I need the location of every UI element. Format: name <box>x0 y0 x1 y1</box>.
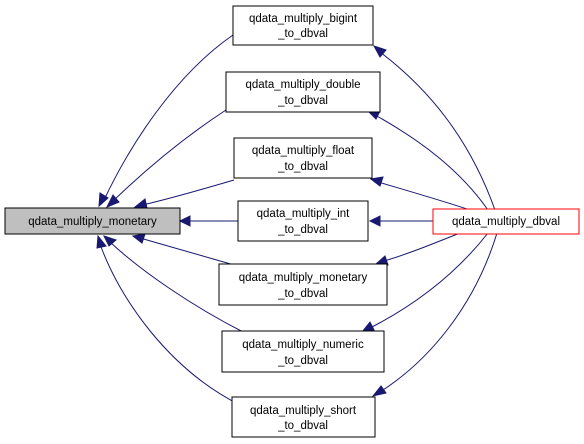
node-monetary-line2: _to_dbval <box>277 288 328 300</box>
node-float-line1: qdata_multiply_float <box>252 145 355 157</box>
arrowhead-int-to-focus <box>178 215 191 227</box>
arrowhead-short-to-focus <box>96 234 107 249</box>
node-float[interactable]: qdata_multiply_float _to_dbval <box>233 137 373 179</box>
node-double-box <box>225 71 381 113</box>
node-double-line1: qdata_multiply_double <box>245 79 360 91</box>
node-bigint[interactable]: qdata_multiply_bigint _to_dbval <box>232 5 374 46</box>
node-float-box <box>233 137 373 179</box>
edge-root-to-double <box>374 114 489 211</box>
arrowhead-root-to-short <box>371 385 387 397</box>
node-double-line2: _to_dbval <box>277 95 328 107</box>
arrowhead-monetary-to-focus <box>131 233 146 244</box>
node-short[interactable]: qdata_multiply_short _to_dbval <box>231 396 376 438</box>
arrowhead-numeric-to-focus <box>103 235 117 247</box>
node-double[interactable]: qdata_multiply_double _to_dbval <box>225 71 381 113</box>
arrowhead-bigint-to-focus <box>98 192 109 208</box>
node-numeric-box <box>221 330 385 373</box>
edge-monetary-to-focus <box>139 237 235 266</box>
edge-float-to-focus <box>141 179 235 206</box>
edge-double-to-focus <box>111 109 227 203</box>
edge-root-to-float <box>377 181 471 211</box>
node-numeric[interactable]: qdata_multiply_numeric _to_dbval <box>221 330 385 373</box>
node-numeric-line1: qdata_multiply_numeric <box>242 339 364 351</box>
edge-root-to-monetary <box>383 232 461 262</box>
edges-to-focus <box>96 34 246 406</box>
node-bigint-line2: _to_dbval <box>277 28 328 40</box>
node-short-box <box>231 396 376 438</box>
node-monetary-line1: qdata_multiply_monetary <box>239 272 368 284</box>
node-bigint-line1: qdata_multiply_bigint <box>249 13 358 25</box>
node-focus-label: qdata_multiply_monetary <box>28 216 157 228</box>
arrowhead-float-to-focus <box>133 198 148 209</box>
arrowhead-root-to-bigint <box>372 45 387 58</box>
node-int[interactable]: qdata_multiply_int _to_dbval <box>237 200 369 242</box>
arrowhead-double-to-focus <box>105 194 120 208</box>
node-focus[interactable]: qdata_multiply_monetary <box>4 207 181 235</box>
edge-bigint-to-focus <box>103 34 234 201</box>
edge-short-to-focus <box>99 243 241 406</box>
node-focus-box <box>4 207 181 235</box>
node-root[interactable]: qdata_multiply_dbval <box>432 208 580 235</box>
node-monetary-box <box>218 263 388 306</box>
node-root-label: qdata_multiply_dbval <box>452 216 560 228</box>
edge-root-to-short <box>379 232 498 393</box>
edge-root-to-numeric <box>369 232 489 329</box>
node-short-line2: _to_dbval <box>277 420 328 432</box>
node-monetary[interactable]: qdata_multiply_monetary _to_dbval <box>218 263 388 306</box>
edges-from-root <box>360 45 498 397</box>
node-root-box <box>432 208 580 235</box>
edge-root-to-bigint <box>379 51 496 211</box>
node-short-line1: qdata_multiply_short <box>250 405 357 417</box>
node-numeric-line2: _to_dbval <box>277 355 328 367</box>
node-int-line1: qdata_multiply_int <box>257 208 351 220</box>
node-float-line2: _to_dbval <box>277 161 328 173</box>
arrowhead-root-to-float <box>369 176 384 187</box>
arrowhead-root-to-int <box>368 215 381 227</box>
node-int-line2: _to_dbval <box>277 224 328 236</box>
node-bigint-box <box>232 5 374 46</box>
edge-numeric-to-focus <box>109 241 246 334</box>
node-int-box <box>237 200 369 242</box>
